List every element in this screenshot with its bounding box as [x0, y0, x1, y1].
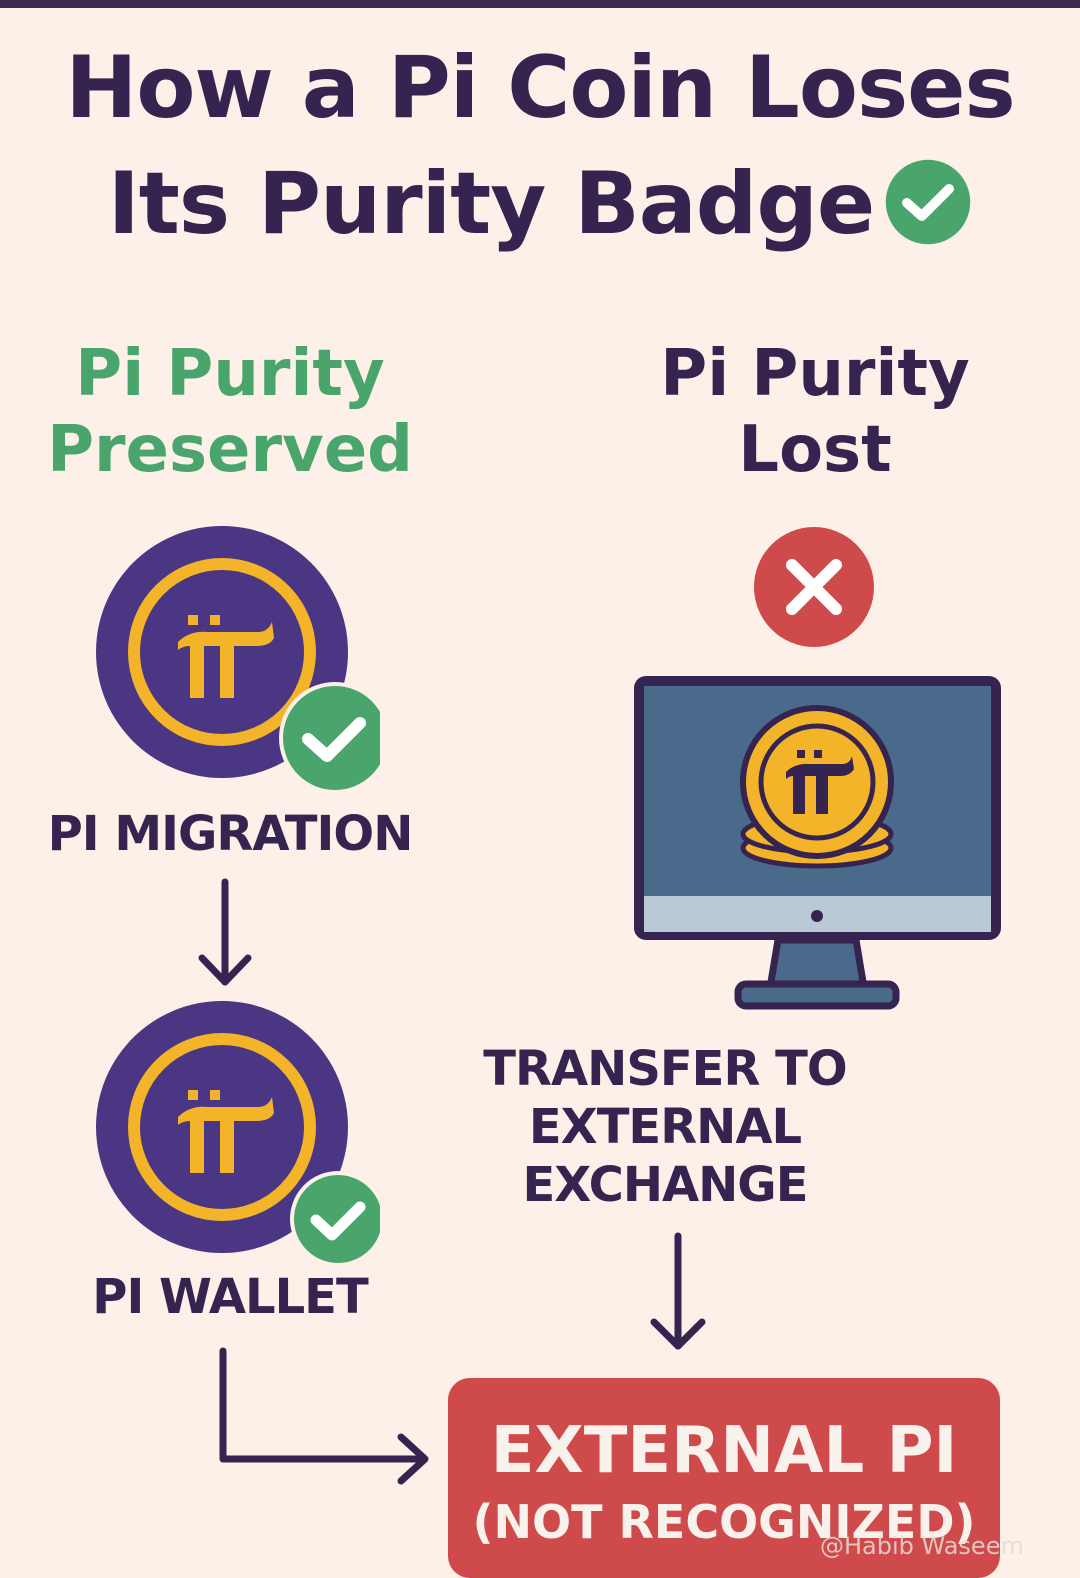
green-check-icon [290, 1171, 380, 1267]
transfer-line-2: EXTERNAL [528, 1099, 802, 1155]
top-strip [0, 0, 1080, 8]
heading-left-line-1: Pi Purity [75, 337, 385, 411]
label-pi-wallet: PI WALLET [92, 1269, 368, 1325]
pi-coin-icon [740, 705, 894, 869]
external-pi-subtitle: (NOT RECOGNIZED) [472, 1495, 976, 1549]
title-line-1: How a Pi Coin Loses [65, 38, 1015, 138]
watermark: @Habib Waseem [820, 1532, 1024, 1560]
green-check-icon [886, 159, 971, 244]
red-x-icon [754, 527, 874, 647]
title-line-2-wrap: Its Purity Badge [0, 146, 1080, 262]
elbow-arrow-icon [219, 1347, 429, 1485]
heading-purity-lost: Pi Purity Lost [625, 336, 1005, 488]
heading-right-line-2: Lost [738, 413, 892, 487]
label-pi-migration: PI MIGRATION [47, 806, 414, 862]
down-arrow-icon [198, 878, 252, 986]
external-pi-title: EXTERNAL PI [490, 1414, 958, 1488]
transfer-line-3: EXCHANGE [522, 1157, 809, 1213]
page-title: How a Pi Coin Loses Its Purity Badge [0, 30, 1080, 262]
down-arrow-icon [650, 1232, 706, 1350]
monitor-icon [634, 676, 1001, 1010]
heading-right-line-1: Pi Purity [660, 337, 970, 411]
title-line-2: Its Purity Badge [107, 154, 876, 254]
transfer-line-1: TRANSFER TO [483, 1041, 847, 1097]
label-transfer-to-exchange: TRANSFER TO EXTERNAL EXCHANGE [455, 1040, 875, 1214]
external-pi-box: EXTERNAL PI (NOT RECOGNIZED) [448, 1378, 1000, 1578]
green-check-icon [279, 682, 380, 794]
pi-coin-icon [96, 1001, 380, 1267]
heading-purity-preserved: Pi Purity Preserved [40, 336, 420, 488]
pi-coin-icon [96, 526, 380, 794]
heading-left-line-2: Preserved [47, 413, 413, 487]
